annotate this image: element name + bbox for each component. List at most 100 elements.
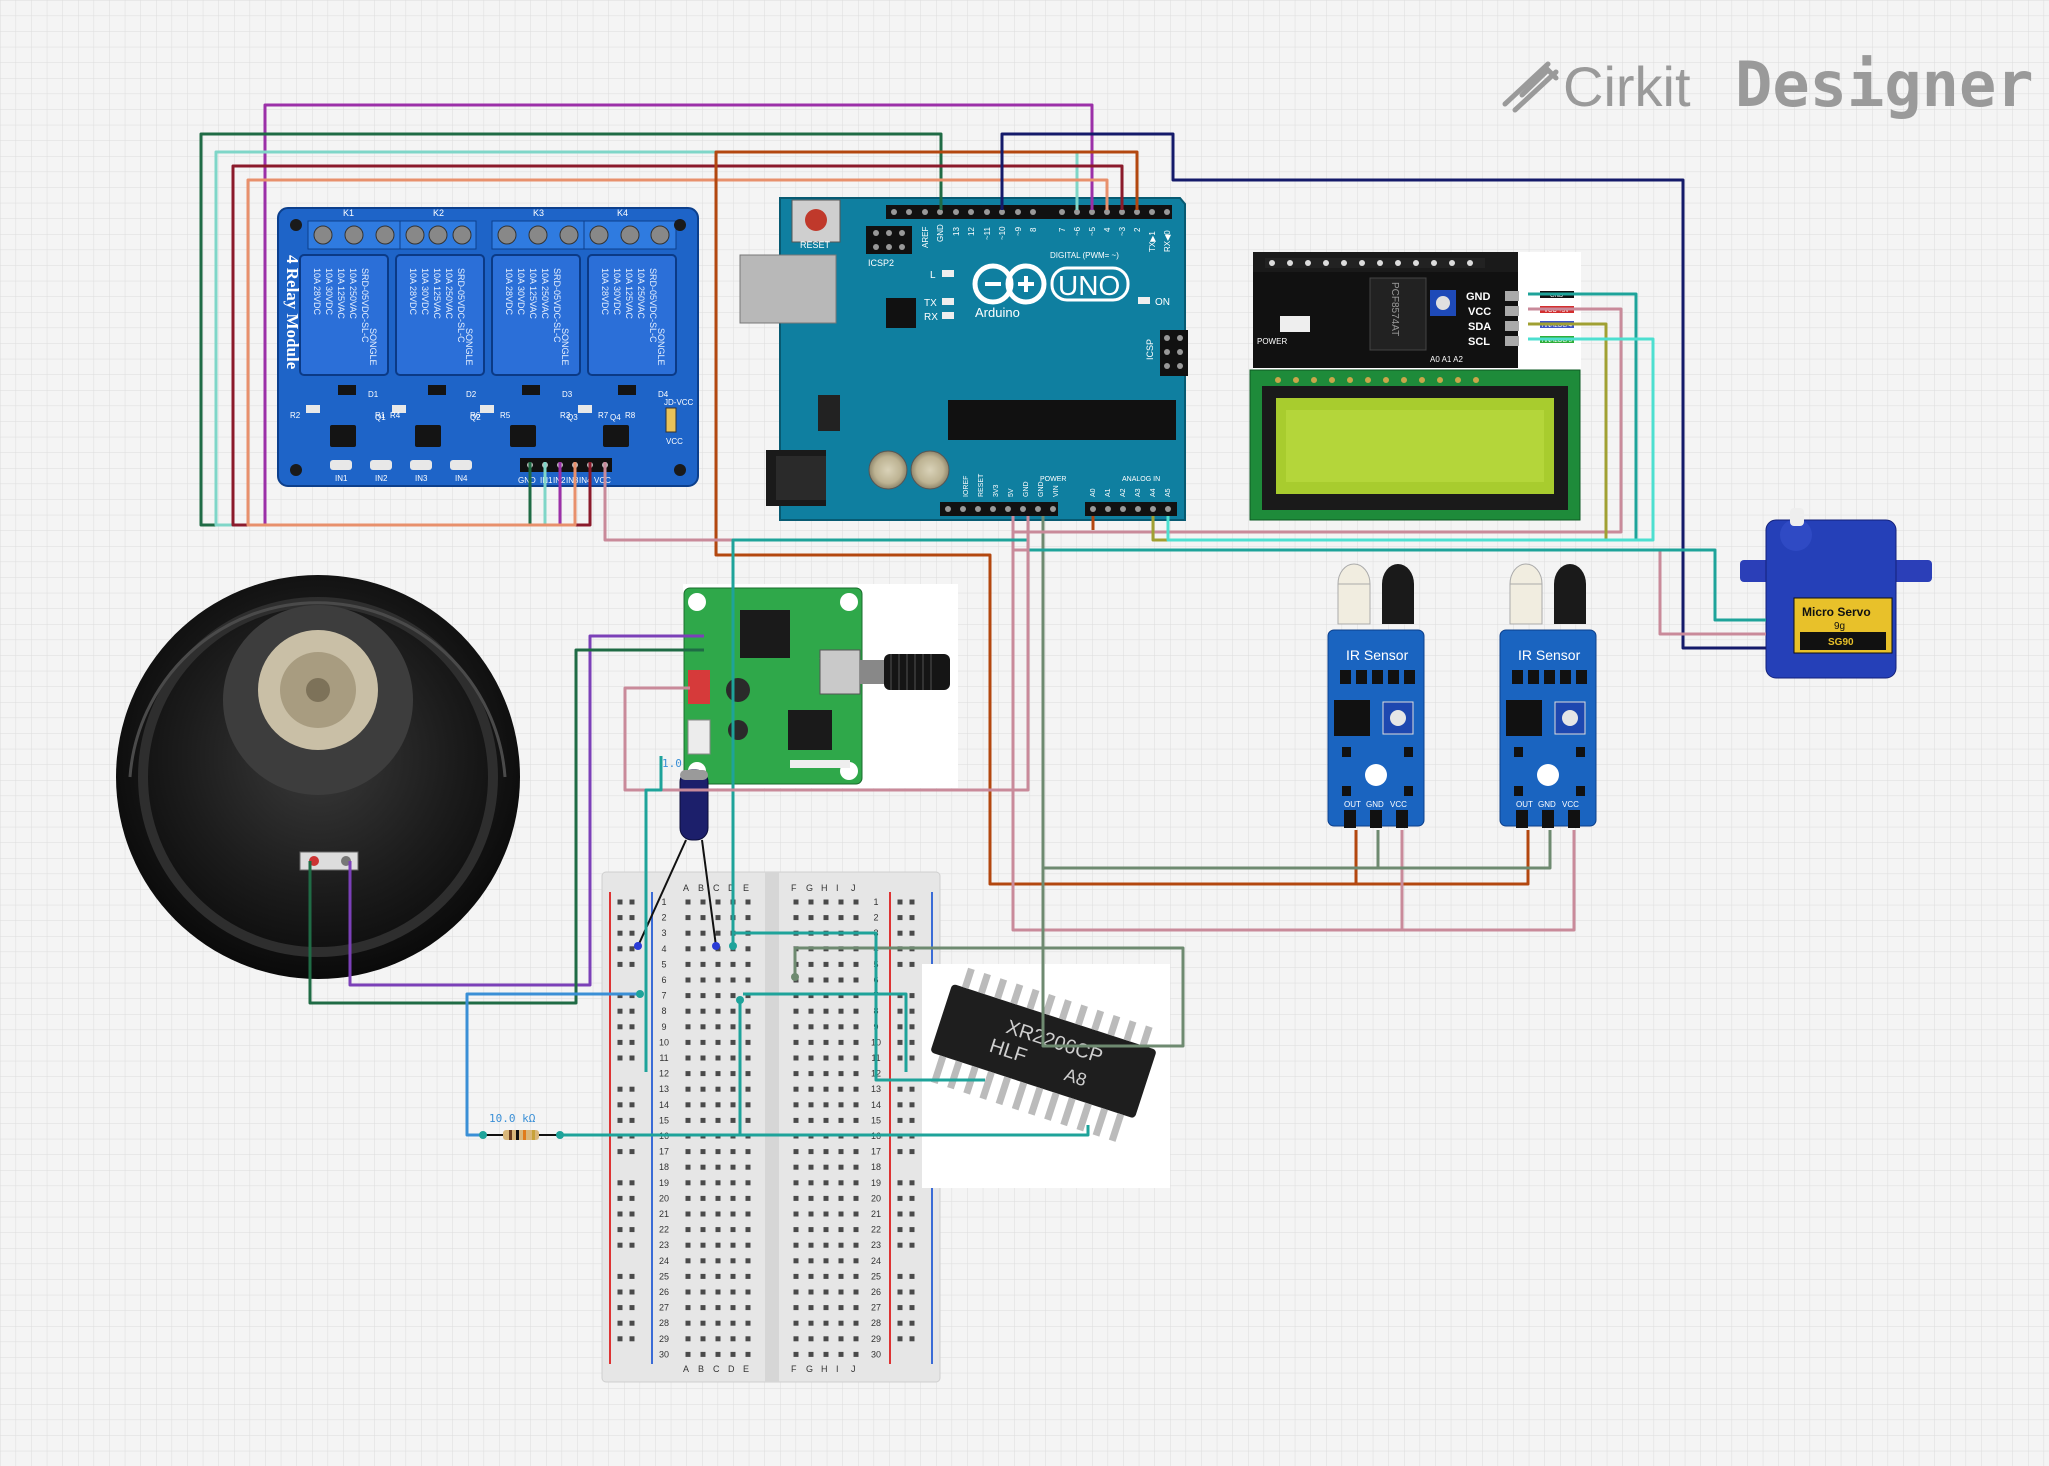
breadboard-hole[interactable] — [685, 1149, 691, 1155]
breadboard-hole[interactable] — [808, 1055, 814, 1061]
breadboard-hole[interactable] — [853, 1180, 859, 1186]
breadboard-hole[interactable] — [838, 1320, 844, 1326]
rail-hole[interactable] — [909, 993, 915, 999]
rail-hole[interactable] — [909, 1008, 915, 1014]
rail-hole[interactable] — [909, 930, 915, 936]
rail-hole[interactable] — [897, 915, 903, 921]
rail-hole[interactable] — [629, 1273, 635, 1279]
breadboard-hole[interactable] — [838, 1102, 844, 1108]
rail-hole[interactable] — [617, 1117, 623, 1123]
breadboard-hole[interactable] — [838, 1086, 844, 1092]
breadboard-hole[interactable] — [823, 1336, 829, 1342]
breadboard-hole[interactable] — [823, 1289, 829, 1295]
breadboard-hole[interactable] — [808, 915, 814, 921]
breadboard-hole[interactable] — [700, 1336, 706, 1342]
rail-hole[interactable] — [909, 1305, 915, 1311]
breadboard-hole[interactable] — [715, 1242, 721, 1248]
breadboard-hole[interactable] — [793, 1149, 799, 1155]
breadboard-hole[interactable] — [793, 1258, 799, 1264]
breadboard-hole[interactable] — [715, 1180, 721, 1186]
breadboard-hole[interactable] — [685, 899, 691, 905]
breadboard-hole[interactable] — [715, 993, 721, 999]
amplifier-module[interactable] — [683, 584, 958, 788]
breadboard-hole[interactable] — [823, 1086, 829, 1092]
rail-hole[interactable] — [629, 1086, 635, 1092]
rail-hole[interactable] — [897, 1195, 903, 1201]
rail-hole[interactable] — [629, 993, 635, 999]
breadboard-hole[interactable] — [838, 1258, 844, 1264]
breadboard-hole[interactable] — [730, 1149, 736, 1155]
rail-hole[interactable] — [617, 1086, 623, 1092]
rail-hole[interactable] — [629, 1102, 635, 1108]
breadboard-hole[interactable] — [745, 993, 751, 999]
analog-header[interactable]: A0 A1 A2 A3 A4 A5 ANALOG IN — [1085, 476, 1177, 516]
breadboard-hole[interactable] — [715, 1227, 721, 1233]
breadboard-hole[interactable] — [745, 1336, 751, 1342]
breadboard-hole[interactable] — [715, 1102, 721, 1108]
breadboard-hole[interactable] — [853, 1008, 859, 1014]
rail-hole[interactable] — [909, 961, 915, 967]
breadboard-hole[interactable] — [793, 899, 799, 905]
breadboard-hole[interactable] — [700, 977, 706, 983]
breadboard-hole[interactable] — [700, 1351, 706, 1357]
wire-teal-amp-power[interactable] — [644, 756, 663, 1072]
volume-knob[interactable] — [884, 654, 950, 690]
breadboard-hole[interactable] — [838, 1305, 844, 1311]
rail-hole[interactable] — [617, 1320, 623, 1326]
rail-hole[interactable] — [629, 1305, 635, 1311]
ir-pot-1[interactable] — [1390, 710, 1406, 726]
breadboard-hole[interactable] — [823, 1351, 829, 1357]
breadboard-hole[interactable] — [838, 1008, 844, 1014]
breadboard-hole[interactable] — [715, 1117, 721, 1123]
wire-purple-relay-d5[interactable] — [263, 103, 1094, 527]
rail-hole[interactable] — [629, 1242, 635, 1248]
breadboard-hole[interactable] — [808, 1008, 814, 1014]
micro-servo[interactable]: Micro Servo 9g SG90 — [1740, 508, 1932, 679]
breadboard-hole[interactable] — [685, 993, 691, 999]
breadboard-hole[interactable] — [700, 1273, 706, 1279]
rail-hole[interactable] — [909, 899, 915, 905]
rail-hole[interactable] — [897, 1289, 903, 1295]
breadboard-hole[interactable] — [853, 1320, 859, 1326]
breadboard-hole[interactable] — [793, 1039, 799, 1045]
rail-hole[interactable] — [617, 930, 623, 936]
rail-hole[interactable] — [617, 1227, 623, 1233]
breadboard-hole[interactable] — [823, 1273, 829, 1279]
breadboard-hole[interactable] — [793, 1227, 799, 1233]
breadboard-hole[interactable] — [700, 1102, 706, 1108]
rail-hole[interactable] — [617, 1195, 623, 1201]
breadboard-hole[interactable] — [853, 1242, 859, 1248]
breadboard-hole[interactable] — [715, 977, 721, 983]
breadboard-hole[interactable] — [685, 1258, 691, 1264]
wire-darkgreen-speaker[interactable] — [308, 648, 704, 1005]
rail-hole[interactable] — [897, 1024, 903, 1030]
breadboard-hole[interactable] — [793, 993, 799, 999]
breadboard-hole[interactable] — [793, 1305, 799, 1311]
breadboard-hole[interactable] — [685, 1305, 691, 1311]
breadboard-hole[interactable] — [685, 1024, 691, 1030]
breadboard-hole[interactable] — [838, 1149, 844, 1155]
rail-hole[interactable] — [629, 1180, 635, 1186]
wires[interactable] — [199, 103, 1766, 1137]
breadboard-hole[interactable] — [793, 1055, 799, 1061]
breadboard-hole[interactable] — [823, 1102, 829, 1108]
breadboard-hole[interactable] — [808, 1180, 814, 1186]
rail-hole[interactable] — [909, 1211, 915, 1217]
breadboard-hole[interactable] — [685, 1102, 691, 1108]
breadboard-hole[interactable] — [715, 1273, 721, 1279]
breadboard-hole[interactable] — [853, 1149, 859, 1155]
breadboard-hole[interactable] — [730, 1117, 736, 1123]
wire-orange-ir2[interactable] — [1354, 830, 1530, 886]
breadboard-hole[interactable] — [730, 1180, 736, 1186]
rail-hole[interactable] — [629, 1024, 635, 1030]
rail-hole[interactable] — [629, 930, 635, 936]
breadboard-hole[interactable] — [838, 1351, 844, 1357]
breadboard-hole[interactable] — [685, 1055, 691, 1061]
breadboard-hole[interactable] — [853, 1039, 859, 1045]
breadboard-hole[interactable] — [745, 1320, 751, 1326]
breadboard-hole[interactable] — [715, 1039, 721, 1045]
breadboard-hole[interactable] — [823, 1164, 829, 1170]
breadboard-hole[interactable] — [853, 1305, 859, 1311]
breadboard-hole[interactable] — [745, 1195, 751, 1201]
breadboard-hole[interactable] — [808, 1320, 814, 1326]
